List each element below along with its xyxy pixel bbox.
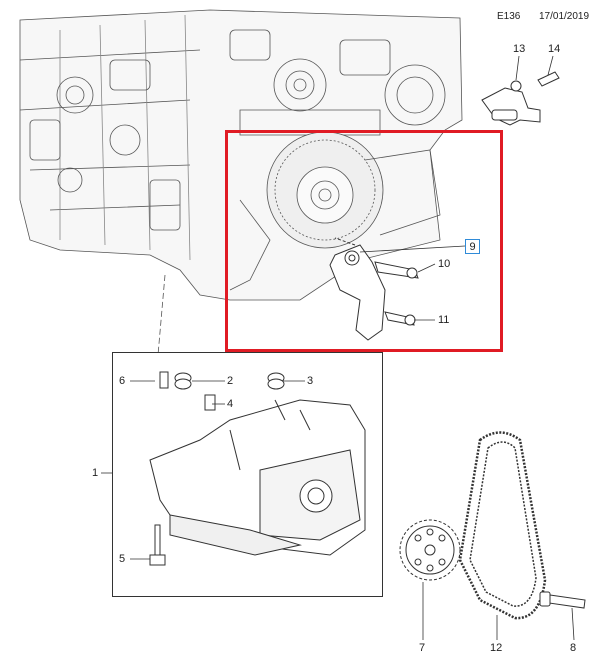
tensioner-lever-drawing	[329, 237, 419, 341]
diagram-date: 17/01/2019	[539, 11, 590, 22]
callout-14[interactable]: 14	[548, 43, 561, 55]
callout-7[interactable]: 7	[419, 642, 426, 654]
callout-13[interactable]: 13	[513, 43, 526, 55]
oil-pump-assembly-frame	[112, 352, 383, 597]
oil-pump-drawing	[149, 371, 366, 566]
callout-12[interactable]: 12	[490, 642, 503, 654]
callout-8[interactable]: 8	[570, 642, 577, 654]
callout-10[interactable]: 10	[438, 258, 451, 270]
diagram-code: E136	[497, 11, 521, 22]
callout-2[interactable]: 2	[227, 375, 234, 387]
sensor-drawing	[481, 71, 560, 126]
callout-9-selected[interactable]: 9	[465, 239, 480, 254]
chain-drawing	[458, 431, 547, 620]
highlight-frame	[225, 130, 503, 352]
sprocket-drawing	[399, 519, 461, 581]
callout-4[interactable]: 4	[227, 398, 234, 410]
callout-6[interactable]: 6	[119, 375, 126, 387]
engine-block-drawing	[19, 9, 463, 356]
leader-lines	[101, 55, 575, 641]
callout-11[interactable]: 11	[438, 314, 450, 326]
callout-1[interactable]: 1	[92, 467, 99, 479]
callout-5[interactable]: 5	[119, 553, 126, 565]
bolt-drawing	[539, 591, 586, 609]
callout-3[interactable]: 3	[307, 375, 314, 387]
